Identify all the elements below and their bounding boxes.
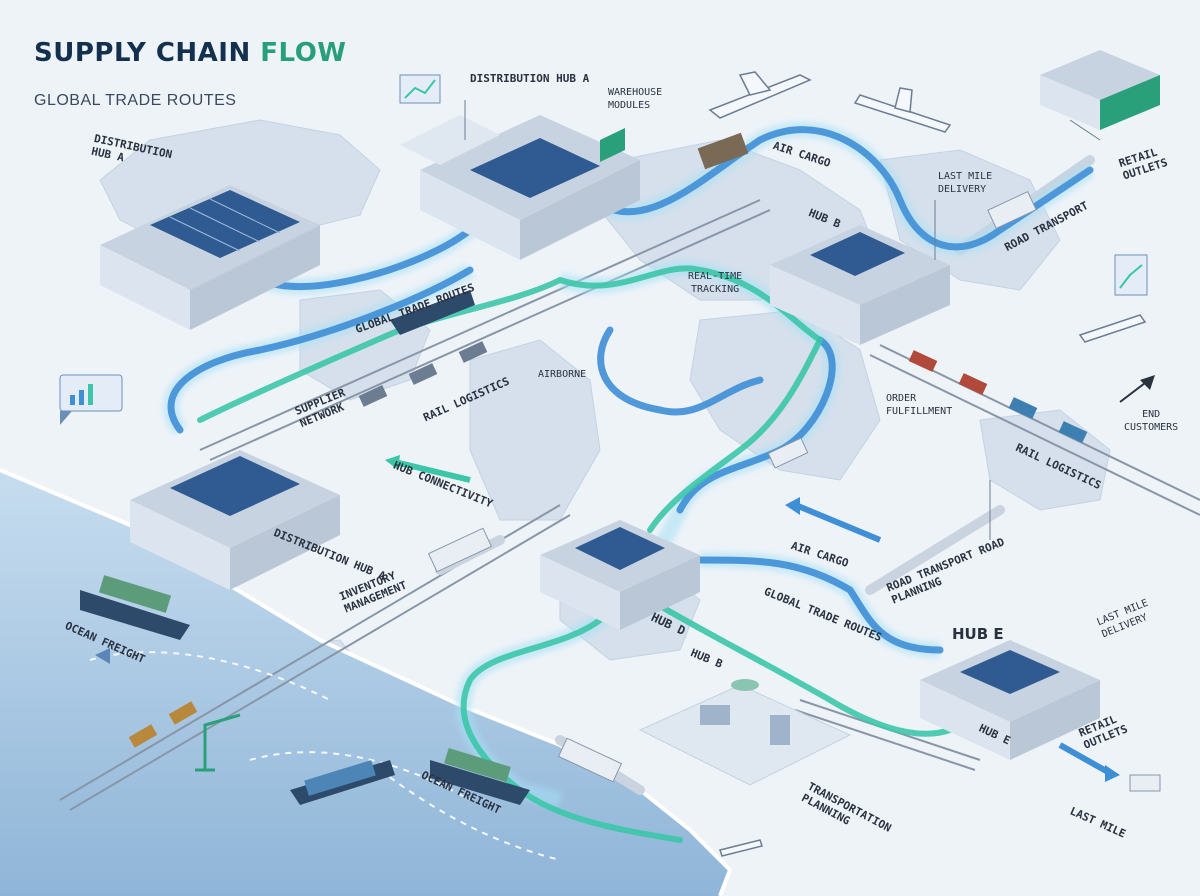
arrow-end-customers — [1140, 375, 1155, 390]
cargo-ships — [80, 290, 530, 805]
hub-dashboard-icon — [399, 74, 441, 104]
freight-trains — [128, 341, 1088, 748]
hub-d-building — [540, 520, 700, 630]
rail-line-right — [869, 344, 1200, 516]
leader-lines — [464, 100, 1101, 540]
route-hub-d-loop — [597, 326, 764, 416]
title-main: SUPPLY CHAIN — [34, 38, 261, 68]
label-airborne: AIRBORNE — [538, 369, 587, 380]
arrow-hub-connectivity — [385, 455, 400, 470]
label-end-customers: END CUSTOMERS — [1124, 409, 1179, 433]
label-distribution-hub-a-top: DISTRIBUTION HUB A — [470, 72, 590, 85]
title-accent: FLOW — [260, 38, 347, 68]
distribution-hub-a-left-building — [100, 185, 320, 330]
hub-b-building — [770, 225, 950, 345]
arrow-air-cargo — [785, 497, 800, 515]
direction-arrows — [95, 375, 1155, 782]
transportation-planning-facility — [638, 679, 852, 786]
port-crane — [195, 713, 241, 772]
route-to-hub-d — [647, 337, 823, 533]
hub-e-building — [920, 640, 1100, 760]
label-hub-e-big: HUB E — [952, 625, 1004, 643]
arrow-ocean-freight — [95, 648, 110, 664]
rail-line-left — [199, 199, 771, 461]
route-to-hub-e — [696, 556, 944, 654]
route-ocean-teal — [460, 617, 683, 843]
route-center-teal — [557, 265, 823, 343]
route-warehouse-to-aircargo — [596, 126, 1094, 251]
ocean-routes — [89, 651, 561, 861]
page-title: SUPPLY CHAIN FLOW — [34, 38, 346, 68]
label-order-fulfillment: ORDER FULFILLMENT — [886, 393, 953, 417]
route-left-loop — [167, 266, 474, 434]
label-real-time-tracking: REAL-TIME TRACKING — [688, 271, 743, 295]
analytics-panel-icon — [59, 374, 123, 425]
cargo-planes — [708, 71, 1147, 857]
trucks — [427, 132, 1161, 792]
arrow-retail-outlets — [1105, 765, 1120, 782]
distribution-hub-a-bottom-building — [130, 450, 340, 590]
warehouse-modules-building — [400, 115, 640, 260]
label-warehouse-modules: WAREHOUSE MODULES — [608, 87, 663, 111]
page-subtitle: GLOBAL TRADE ROUTES — [34, 92, 237, 109]
customer-dashboard-icon — [1114, 254, 1148, 296]
route-hub-d-down — [647, 597, 953, 737]
label-last-mile-delivery-top: LAST MILE DELIVERY — [938, 171, 993, 195]
retail-outlets-building — [1040, 50, 1160, 130]
